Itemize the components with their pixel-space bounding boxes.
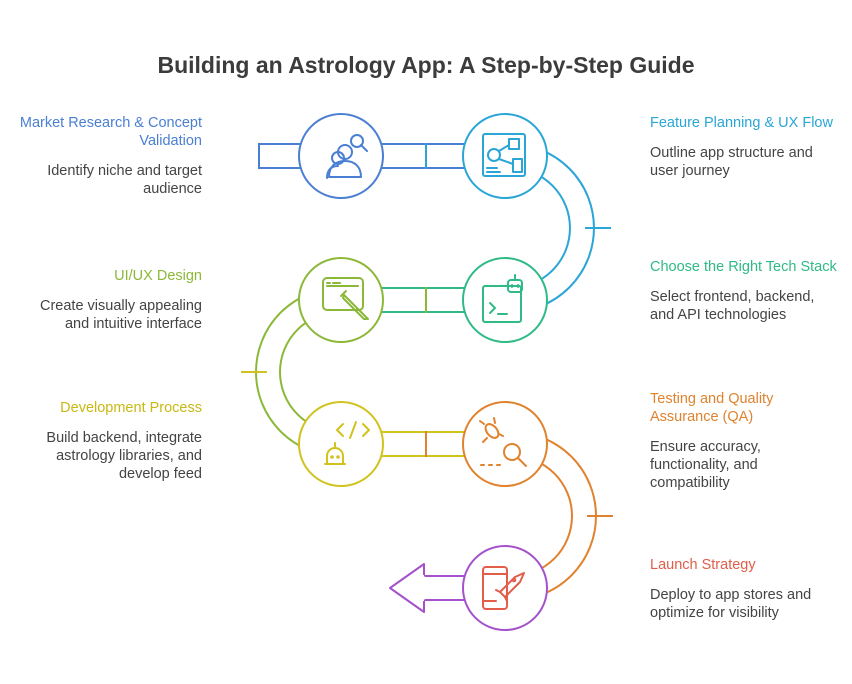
step-title: Feature Planning & UX Flow [650,115,833,131]
phone-rocket-icon [482,566,525,610]
step-description: Identify niche and target audience [47,163,202,197]
wireframe-flow-icon [482,133,526,177]
step-circle-6 [462,401,548,487]
step-circle-5 [298,401,384,487]
step-tech-stack: Choose the Right Tech Stack Select front… [650,258,840,324]
step-description: Ensure accuracy, functionality, and comp… [650,439,761,491]
code-robot-icon [324,421,370,465]
step-ui-ux-design: UI/UX Design Create visually appealing a… [12,267,202,333]
step-description: Deploy to app stores and optimize for vi… [650,587,812,621]
step-title: Market Research & Concept Validation [19,115,202,149]
page-title: Building an Astrology App: A Step-by-Ste… [157,52,695,78]
step-testing-qa: Testing and Quality Assurance (QA) Ensur… [650,390,840,492]
step-feature-planning: Feature Planning & UX Flow Outline app s… [650,114,840,180]
step-description: Outline app structure and user journey [650,145,813,179]
step-title: Launch Strategy [650,557,756,573]
bug-magnifier-icon [479,417,527,467]
users-search-icon [326,134,368,179]
step-title: UI/UX Design [114,268,202,284]
step-circle-2 [462,113,548,199]
step-circle-4 [298,257,384,343]
step-title: Choose the Right Tech Stack [650,259,837,275]
step-title: Development Process [60,400,202,416]
step-title: Testing and Quality Assurance (QA) [650,391,774,425]
design-tablet-pen-icon [322,277,369,320]
code-terminal-icon [482,274,523,323]
step-launch-strategy: Launch Strategy Deploy to app stores and… [650,556,840,622]
step-market-research: Market Research & Concept Validation Ide… [12,114,202,198]
step-description: Build backend, integrate astrology libra… [46,430,202,482]
step-circle-3 [462,257,548,343]
step-description: Create visually appealing and intuitive … [39,298,202,332]
step-description: Select frontend, backend, and API techno… [650,289,815,323]
arrow-head-icon [389,563,425,613]
step-circle-1 [298,113,384,199]
step-development: Development Process Build backend, integ… [12,399,202,483]
